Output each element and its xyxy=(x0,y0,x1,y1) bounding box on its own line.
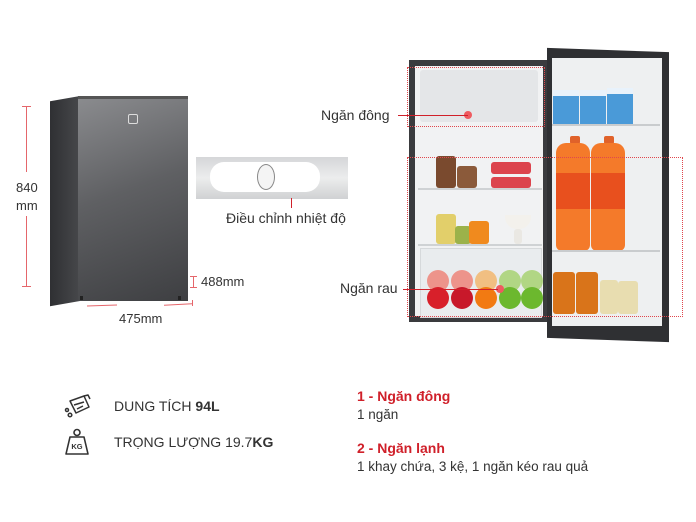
spec-weight: KG TRỌNG LƯỢNG 19.7KG xyxy=(64,428,273,456)
weight-unit: KG xyxy=(252,434,274,450)
spec-capacity: DUNG TÍCH 94L xyxy=(62,393,220,419)
crisper-label: Ngăn rau xyxy=(340,280,398,296)
compartment-freezer: 1 - Ngăn đông 1 ngăn xyxy=(357,388,450,422)
compartment-freezer-title: 1 - Ngăn đông xyxy=(357,388,451,404)
freezer-label: Ngăn đông xyxy=(321,107,390,123)
compartment-fridge: 2 - Ngăn lạnh 1 khay chứa, 3 kệ, 1 ngăn … xyxy=(357,440,588,474)
measuring-jug-icon xyxy=(64,394,91,418)
freezer-compartment xyxy=(420,70,538,122)
height-unit: mm xyxy=(16,198,38,213)
thermostat-label: Điều chỉnh nhiệt độ xyxy=(226,210,346,226)
fridge-side-panel xyxy=(50,96,80,307)
capacity-label: DUNG TÍCH xyxy=(114,398,196,414)
weight-label: TRỌNG LƯỢNG 19.7 xyxy=(114,434,253,450)
crisper-marker-icon xyxy=(496,285,504,293)
svg-text:KG: KG xyxy=(71,442,82,451)
freezer-zone-outline xyxy=(407,67,545,127)
width-label: 475mm xyxy=(119,311,163,326)
fridge-front-door xyxy=(78,96,188,301)
freezer-marker-icon xyxy=(464,111,472,119)
weight-kg-icon: KG xyxy=(65,428,89,455)
fridge-zone-outline xyxy=(407,157,683,317)
compartment-freezer-desc: 1 ngăn xyxy=(357,407,399,422)
compartment-fridge-title: 2 - Ngăn lạnh xyxy=(357,440,445,456)
thermostat-knob-icon xyxy=(257,164,275,190)
compartment-fridge-desc: 1 khay chứa, 3 kệ, 1 ngăn kéo rau quả xyxy=(357,459,589,474)
brand-logo-icon xyxy=(128,114,138,124)
capacity-value: 94L xyxy=(195,398,220,414)
depth-label: 488mm xyxy=(201,274,245,289)
height-value: 840 xyxy=(16,180,38,195)
